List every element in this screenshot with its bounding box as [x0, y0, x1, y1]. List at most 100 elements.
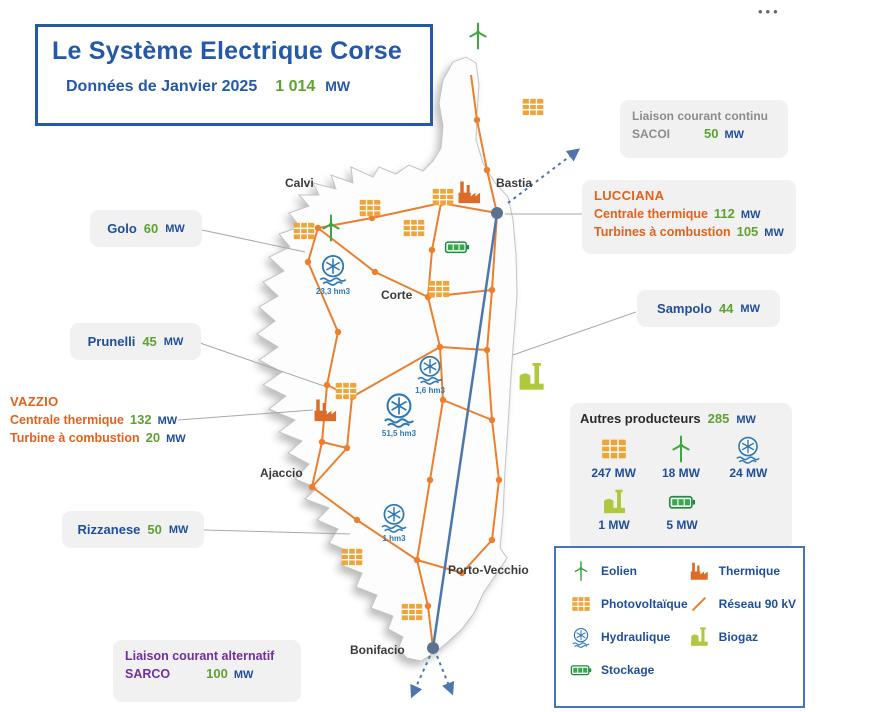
sacoi-unit: MW [724, 129, 745, 141]
rizzanese-connector [203, 529, 351, 535]
reservoir-volume-label: 1,6 hm3 [415, 386, 445, 395]
legend-item-eolien: Eolien [570, 560, 688, 582]
city-label-corte: Corte [381, 288, 413, 302]
photovoltaic-icon [570, 593, 592, 615]
wind-turbine-icon [469, 22, 487, 50]
legend-item-photovoltaique: Photovoltaïque [570, 593, 688, 615]
legend-item-hydraulique: Hydraulique [570, 626, 688, 648]
vazzio-row1-unit: MW [157, 415, 178, 427]
legend-item-reseau: Réseau 90 kV [688, 593, 796, 615]
corsica-island [256, 56, 518, 662]
vazzio-connector [177, 409, 314, 421]
lucciana-title: LUCCIANA [594, 188, 665, 203]
legend-label-biogaz: Biogaz [718, 630, 759, 644]
reservoir-volume-label: 51,5 hm3 [381, 429, 417, 438]
sampolo-connector [512, 311, 637, 356]
sarco-line1: Liaison courant alternatif [125, 649, 275, 663]
callout-vazzio: VAZZIO Centrale thermique 132 MW Turbine… [10, 394, 220, 445]
callout-sacoi: Liaison courant continu SACOI 50 MW [620, 100, 788, 158]
sacoi-name: SACOI [632, 127, 671, 141]
callout-connectors [177, 213, 637, 535]
lucciana-row2-label: Turbines à combustion [594, 225, 731, 239]
biogas-icon [688, 626, 710, 648]
solar-panel-icon [401, 603, 423, 621]
sampolo-unit: MW [740, 302, 760, 315]
solar-panel-icon [432, 188, 454, 206]
thermal-icon [688, 560, 710, 582]
callout-rizzanese: Rizzanese 50 MW [62, 511, 204, 548]
solar-panel-icon [403, 219, 425, 237]
prunelli-connector [199, 342, 325, 387]
callout-prunelli: Prunelli 45 MW [70, 323, 201, 360]
bastia-junction-node [491, 207, 503, 219]
legend-label-reseau: Réseau 90 kV [718, 597, 797, 611]
legend-label-photovoltaique: Photovoltaïque [601, 597, 688, 611]
storage-capacity: 5 MW [666, 518, 698, 532]
rizzanese-label: Rizzanese [77, 522, 141, 537]
sarco-flow-arrow-left [410, 655, 431, 699]
storage-icon [668, 488, 696, 516]
callout-lucciana: LUCCIANA Centrale thermique 112 MW Turbi… [582, 180, 796, 254]
solar-panel-icon [359, 199, 381, 217]
solar-panel-icon [341, 548, 363, 566]
sacoi-line1: Liaison courant continu [632, 109, 769, 123]
legend-item-stockage: Stockage [570, 659, 688, 681]
vazzio-row2-unit: MW [166, 433, 186, 445]
other-producers-value: 285 [707, 411, 730, 426]
legend-item-biogaz: Biogaz [688, 626, 796, 648]
biogas-plant-icon [519, 363, 544, 390]
sarco-unit: MW [233, 669, 254, 681]
lucciana-row2-unit: MW [764, 227, 784, 239]
golo-value: 60 [143, 221, 159, 236]
sacoi-value: 50 [704, 126, 719, 141]
hydro-icon [570, 626, 592, 648]
vazzio-row1-value: 132 [129, 412, 152, 427]
subtitle: Données de Janvier 2025 [66, 78, 258, 95]
lucciana-row1-unit: MW [740, 209, 761, 221]
legend-label-hydraulique: Hydraulique [601, 630, 671, 644]
city-label-ajaccio: Ajaccio [260, 466, 303, 480]
legend-panel: Eolien Photovoltaïque Hydraulique Stocka… [554, 546, 805, 708]
dc-link-line [431, 212, 499, 649]
city-label-bastia: Bastia [496, 176, 533, 190]
other-producers-panel: Autres producteurs 285 MW 247 MW 18 MW 2… [570, 403, 792, 550]
city-label-porto-vecchio: Porto-Vecchio [448, 563, 529, 577]
legend-label-thermique: Thermique [718, 564, 781, 578]
vazzio-row2-label: Turbine à combustion [10, 431, 140, 445]
solar-panel-icon [335, 382, 357, 400]
prunelli-label: Prunelli [87, 334, 136, 349]
other-producers-unit: MW [736, 414, 756, 426]
prunelli-value: 45 [142, 334, 157, 349]
city-label-calvi: Calvi [285, 176, 314, 190]
vazzio-row1-label: Centrale thermique [10, 413, 124, 427]
lucciana-row1-label: Centrale thermique [594, 207, 708, 221]
prunelli-unit: MW [163, 335, 184, 348]
other-producers-title: Autres producteurs [580, 411, 701, 426]
callout-sarco: Liaison courant alternatif SARCO 100 MW [113, 640, 301, 702]
total-capacity-unit: MW [325, 78, 351, 94]
legend-label-eolien: Eolien [601, 564, 638, 578]
lucciana-row1-value: 112 [713, 206, 735, 221]
solar-panel-icon [293, 222, 315, 240]
network-line-icon [688, 593, 710, 615]
biogas-capacity: 1 MW [598, 518, 630, 532]
hydro-icon [733, 434, 763, 464]
callout-sampolo: Sampolo 44 MW [637, 290, 780, 327]
vazzio-title: VAZZIO [10, 394, 59, 409]
photovoltaic-icon [599, 434, 629, 464]
sampolo-label: Sampolo [657, 301, 712, 316]
legend-label-stockage: Stockage [601, 663, 655, 677]
subtitle-row: Données de Janvier 2025 1 014 MW [66, 78, 416, 96]
hydro-capacity: 24 MW [729, 466, 768, 480]
page-title: Le Système Electrique Corse [52, 37, 402, 65]
total-capacity-value: 1 014 [275, 78, 316, 95]
ellipsis-menu-icon[interactable]: ••• [758, 4, 781, 19]
golo-label: Golo [107, 221, 137, 236]
rizzanese-unit: MW [168, 523, 189, 536]
solar-panel-icon [428, 280, 450, 298]
callout-golo: Golo 60 MW [90, 210, 202, 247]
sarco-name: SARCO [125, 667, 171, 681]
wind-icon [666, 434, 696, 464]
